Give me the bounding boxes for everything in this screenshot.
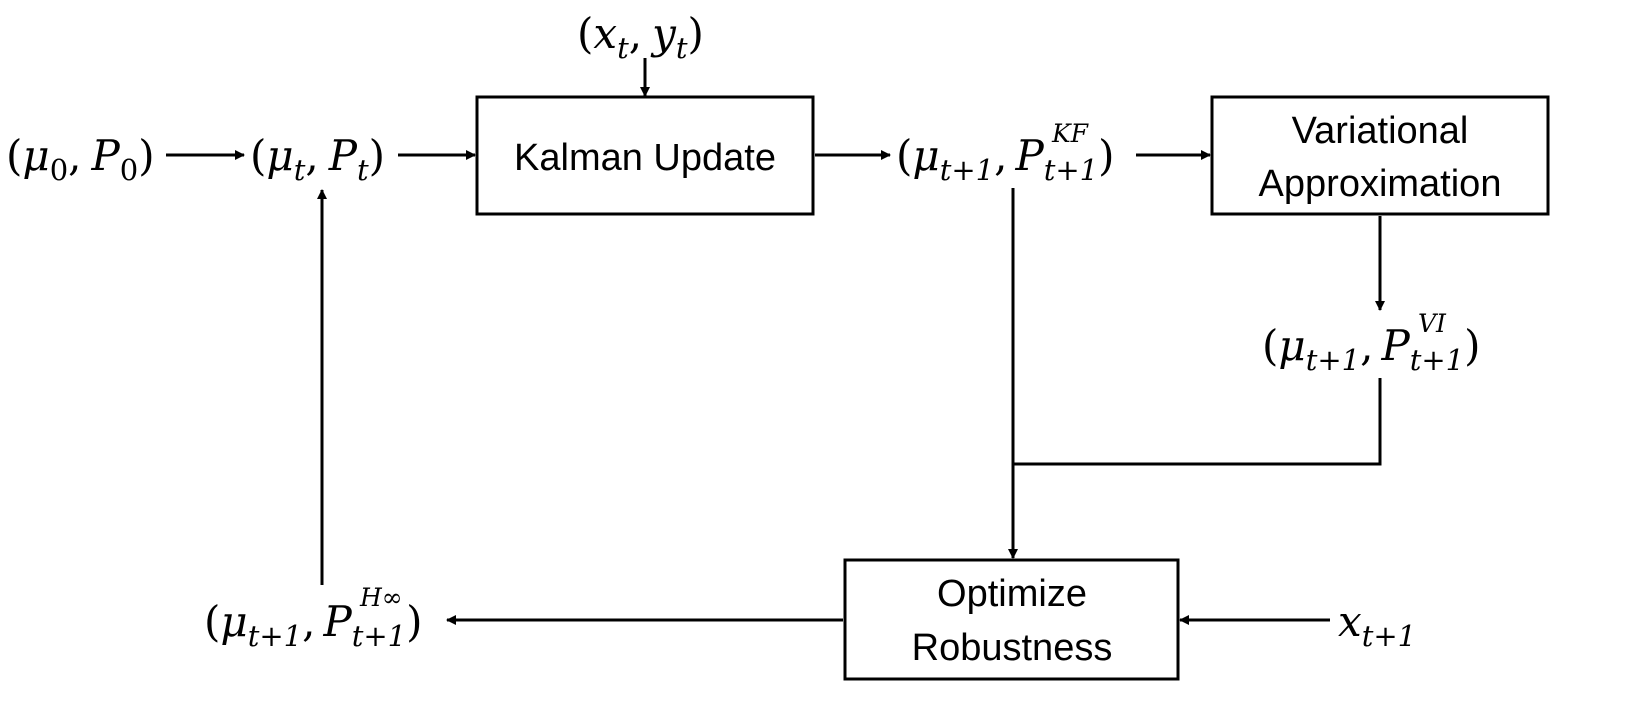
optimize-label-line2: Robustness [912,627,1113,669]
kalman-update-box: Kalman Update [475,95,815,216]
current-state-label: (μt,Pt) [250,131,385,187]
optimize-label-line1: Optimize [937,573,1087,615]
optimize-robustness-box: Optimize Robustness [843,558,1180,681]
initial-state-label: (μ0,P0) [6,131,155,187]
kalman-update-label: Kalman Update [514,137,776,179]
variational-approximation-box: Variational Approximation [1210,95,1550,216]
next-input-label: xt+1 [1338,597,1416,653]
connector-vi-output-to-merge [1013,378,1382,466]
variational-label-line2: Approximation [1259,163,1502,205]
variational-output-label: (μt+1,Pt+1) [1262,321,1481,377]
kalman-output-label: (μt+1,Pt+1) [896,131,1115,187]
variational-output-superscript: VI [1418,309,1447,338]
robust-output-label: (μt+1,Pt+1) [204,597,423,653]
connectors [166,58,1385,625]
variational-label-line1: Variational [1292,110,1469,152]
observation-label: (xt,yt) [577,9,704,65]
kalman-output-superscript: KF [1051,119,1090,148]
robust-output-superscript: H∞ [359,583,403,612]
